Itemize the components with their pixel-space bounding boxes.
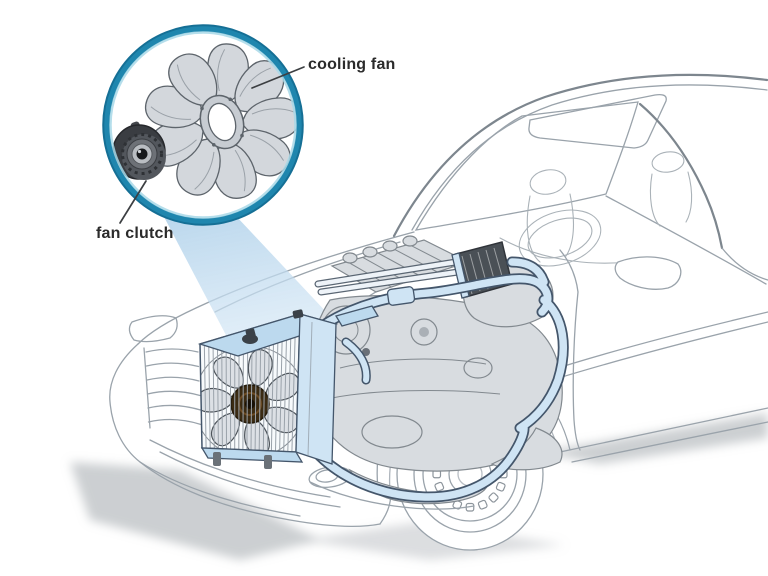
radiator-side-tank: [295, 313, 337, 465]
magnifier-callout: [102, 24, 304, 226]
ground-shadow: [70, 413, 768, 560]
a-pillar-line: [638, 102, 724, 250]
grille: [143, 343, 207, 429]
front-bumper: [109, 343, 381, 527]
radiator: [197, 309, 339, 469]
sunroof-outline: [528, 93, 667, 149]
radiator-bottom-frame: [200, 447, 304, 463]
cooling-fan-graphic: [139, 40, 301, 203]
cooling-fan-leader-line: [251, 66, 305, 89]
headlight-outline: [128, 315, 178, 343]
windshield-outline: [414, 101, 639, 231]
fan-clutch-graphic: [112, 121, 166, 180]
cooling-fan-label: cooling fan: [308, 56, 396, 73]
side-mirror: [614, 256, 682, 290]
coolant-hoses: [310, 256, 569, 503]
fan-clutch-label: fan clutch: [96, 225, 174, 242]
radiator-fins: [203, 315, 297, 452]
fan-clutch-leader-line: [119, 180, 147, 224]
oil-pan: [361, 415, 423, 449]
thermostat-housing: [386, 286, 416, 306]
cabin-interior: [499, 151, 693, 267]
magnifier-ring: [102, 24, 304, 226]
